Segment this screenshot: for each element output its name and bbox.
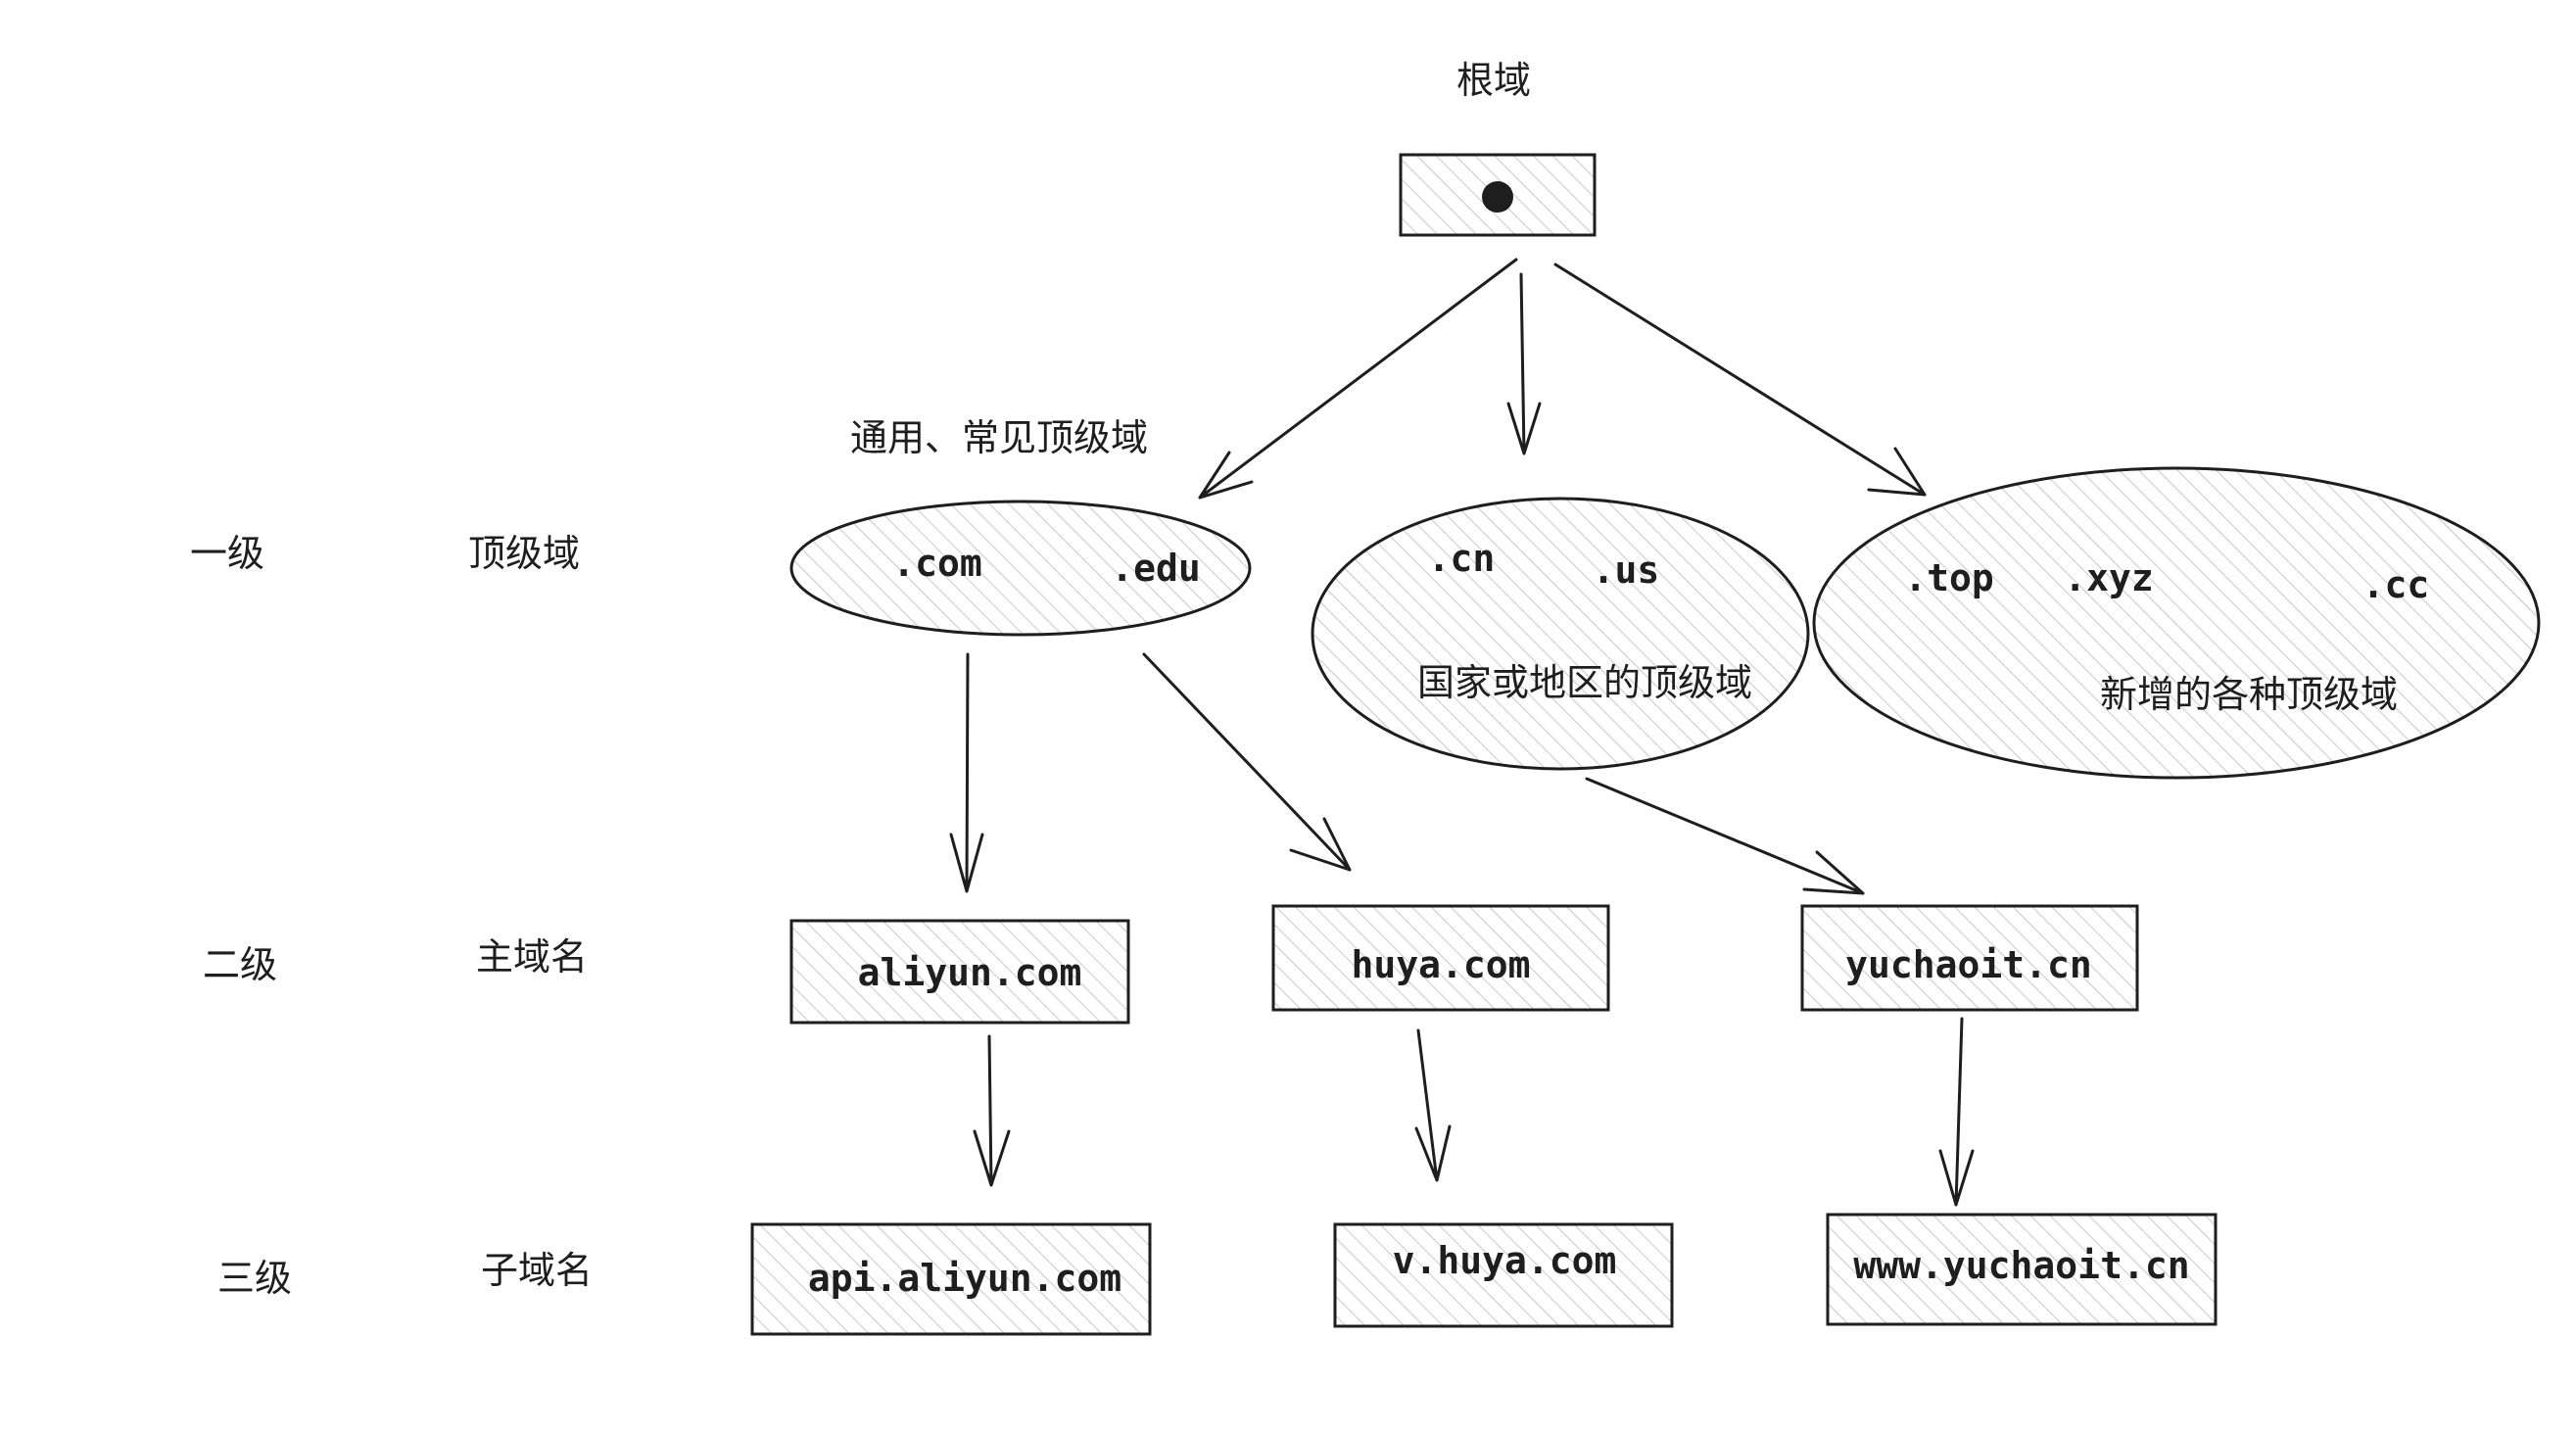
subdomain-huya: v.huya.com [1393,1239,1617,1282]
subdomain-yuchaoit: www.yuchaoit.cn [1853,1244,2189,1287]
subdomain-huya-node [1333,1222,1674,1328]
arrow-huya-to-v [1414,1028,1452,1182]
tld-top: .top [1904,556,1994,599]
domain-yuchaoit: yuchaoit.cn [1845,943,2092,986]
subdomain-aliyun-node [750,1222,1152,1336]
arrow-com-to-aliyun [949,652,984,893]
subdomain-aliyun: api.aliyun.com [808,1257,1121,1300]
domain-yuchaoit-node [1800,904,2139,1012]
arrow-root-to-new [1553,263,1927,497]
country-tld-ellipse [1311,497,1810,771]
arrow-root-to-generic [1198,258,1518,500]
arrow-yuchaoit-to-www [1938,1017,1975,1207]
new-tld-caption: 新增的各种顶级域 [2100,673,2398,716]
arrow-cn-to-yuchaoit [1585,777,1865,895]
subdomain-yuchaoit-node [1826,1213,2218,1326]
domain-huya: huya.com [1351,943,1530,986]
tld-cc: .cc [2362,563,2430,606]
arrow-root-to-country [1506,272,1542,455]
domain-aliyun: aliyun.com [858,951,1082,994]
level1-kind: 顶级域 [468,532,580,575]
tld-xyz: .xyz [2064,556,2154,599]
level2-kind: 主域名 [476,935,588,979]
arrow-com-to-huya [1142,652,1352,872]
generic-tld-ellipse [789,500,1252,637]
level2-label: 二级 [203,943,277,986]
tld-cn: .cn [1428,537,1496,580]
generic-tld-caption: 通用、常见顶级域 [850,416,1148,459]
tld-com: .com [892,542,982,585]
domain-aliyun-node [789,919,1130,1025]
arrow-aliyun-to-api [973,1034,1011,1187]
level3-kind: 子域名 [481,1249,593,1292]
root-label: 根域 [1456,59,1531,102]
root-dot-icon [1482,181,1513,213]
country-tld-caption: 国家或地区的顶级域 [1417,661,1752,704]
tld-edu: .edu [1111,547,1201,590]
new-tld-ellipse [1812,466,2541,780]
domain-huya-node [1271,904,1610,1012]
level1-label: 一级 [190,532,264,575]
tld-us: .us [1593,549,1660,592]
level3-label: 三级 [217,1257,292,1300]
